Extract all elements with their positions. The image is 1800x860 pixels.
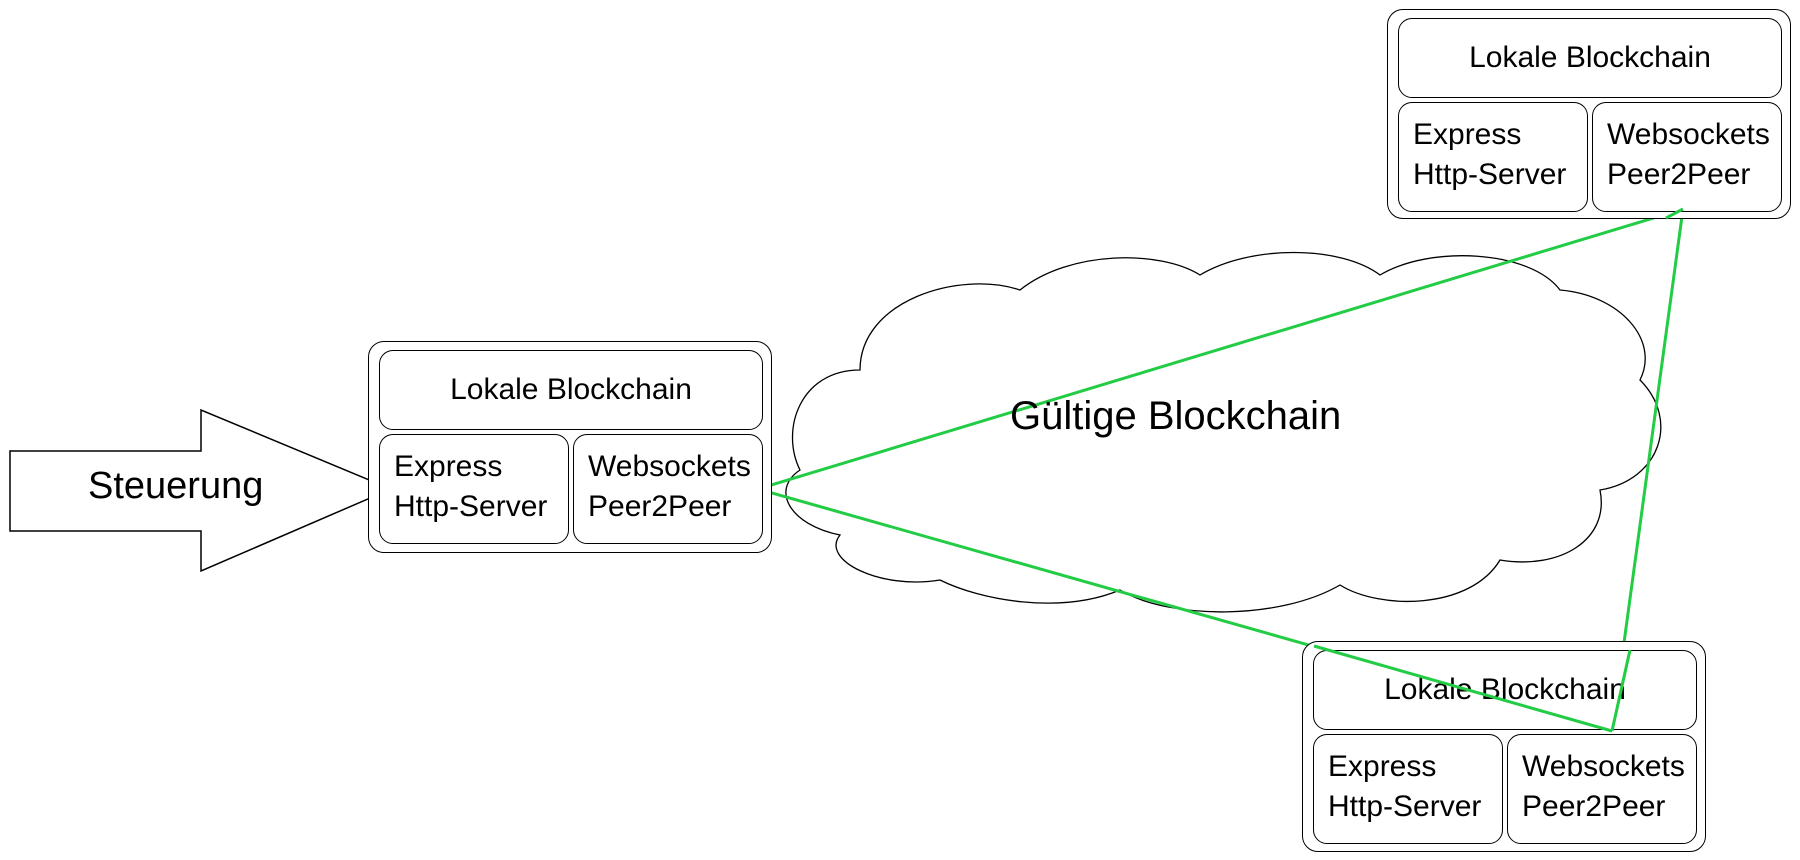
- http-server-box: Express Http-Server: [1398, 102, 1588, 212]
- server-line-2: Http-Server: [394, 490, 548, 523]
- local-blockchain-label: Lokale Blockchain: [1469, 41, 1711, 74]
- p2p-line-2: Peer2Peer: [588, 490, 732, 523]
- cloud-label: Gültige Blockchain: [1010, 394, 1342, 438]
- http-server-box: Express Http-Server: [379, 434, 569, 544]
- cloud-shape: [785, 251, 1662, 613]
- server-line-2: Http-Server: [1413, 158, 1567, 191]
- local-blockchain-box: Lokale Blockchain: [1398, 18, 1782, 98]
- websockets-box: Websockets Peer2Peer: [1507, 734, 1697, 844]
- websockets-box: Websockets Peer2Peer: [1592, 102, 1782, 212]
- local-blockchain-box: Lokale Blockchain: [1313, 650, 1697, 730]
- node-left: Lokale Blockchain Express Http-Server We…: [368, 341, 772, 553]
- server-line-2: Http-Server: [1328, 790, 1482, 823]
- control-arrow: [9, 408, 393, 573]
- server-line-1: Express: [1328, 750, 1437, 783]
- p2p-line-2: Peer2Peer: [1522, 790, 1666, 823]
- node-top-right: Lokale Blockchain Express Http-Server We…: [1387, 9, 1791, 219]
- p2p-line-1: Websockets: [1522, 750, 1685, 783]
- local-blockchain-label: Lokale Blockchain: [450, 373, 692, 406]
- p2p-line-1: Websockets: [1607, 118, 1770, 151]
- server-line-1: Express: [394, 450, 503, 483]
- http-server-box: Express Http-Server: [1313, 734, 1503, 844]
- p2p-connection-line: [757, 207, 1684, 491]
- websockets-box: Websockets Peer2Peer: [573, 434, 763, 544]
- local-blockchain-box: Lokale Blockchain: [379, 350, 763, 430]
- server-line-1: Express: [1413, 118, 1522, 151]
- p2p-line-1: Websockets: [588, 450, 751, 483]
- p2p-line-2: Peer2Peer: [1607, 158, 1751, 191]
- local-blockchain-label: Lokale Blockchain: [1384, 673, 1626, 706]
- control-label: Steuerung: [88, 465, 264, 507]
- node-bottom-right: Lokale Blockchain Express Http-Server We…: [1302, 641, 1706, 852]
